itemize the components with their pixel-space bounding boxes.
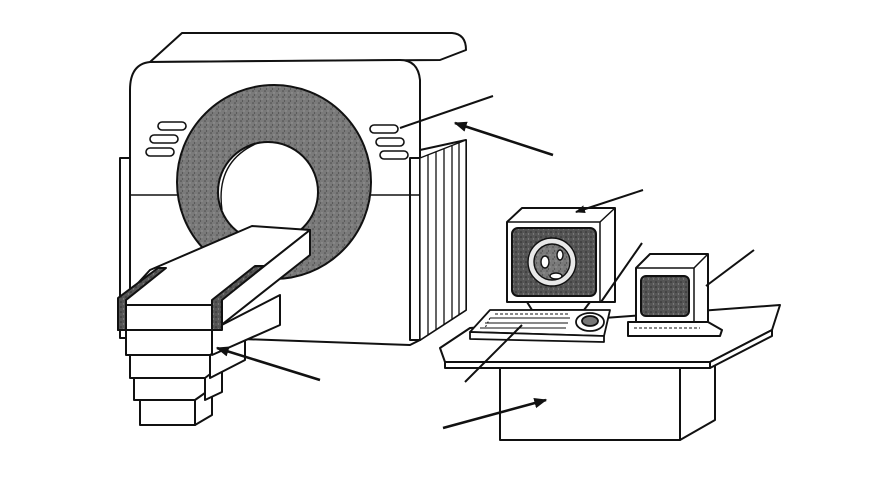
- aperture-inner-rim: [220, 141, 261, 211]
- keyboard-front-edge: [469, 331, 605, 343]
- patient-table: [117, 225, 311, 426]
- scan-image: [527, 237, 577, 287]
- keyboard-keys: [480, 313, 570, 329]
- table-base-step-4: [139, 399, 196, 426]
- secondary-monitor-screen: [640, 275, 690, 317]
- pointer-lines: [215, 95, 755, 430]
- couch-front-edge: [117, 304, 216, 331]
- table-base-step-2: [129, 354, 211, 379]
- main-monitor-stand: [526, 301, 591, 311]
- trackball-ball: [581, 315, 599, 327]
- pointer-vents: [399, 95, 494, 129]
- gantry-right-flange: [409, 157, 421, 341]
- table-base-step-1: [125, 329, 213, 356]
- pointer-console: [600, 242, 643, 303]
- pointer-patient-table: [215, 346, 321, 382]
- gantry-top-face: [149, 32, 467, 63]
- desktop-edge-side: [709, 329, 773, 369]
- secondary-monitor: [627, 253, 723, 337]
- gantry-vents-right: [369, 124, 409, 160]
- keyboard: [469, 309, 611, 343]
- table-base-side-1: [211, 294, 281, 356]
- couch-rail-right: [211, 265, 265, 331]
- gantry-vents-left: [145, 121, 187, 157]
- pointer-main-monitor: [575, 189, 644, 213]
- pointer-rib-cover: [453, 121, 554, 157]
- couch-rail-left: [117, 267, 167, 331]
- pointer-secondary-monitor: [705, 249, 755, 287]
- main-monitor: [506, 207, 616, 311]
- gantry-rib-cover: [419, 139, 467, 341]
- table-base-step-3: [133, 377, 206, 401]
- pointer-desk-cabinet: [442, 398, 548, 430]
- secondary-monitor-base: [627, 321, 723, 337]
- pointer-keyboard: [464, 324, 523, 383]
